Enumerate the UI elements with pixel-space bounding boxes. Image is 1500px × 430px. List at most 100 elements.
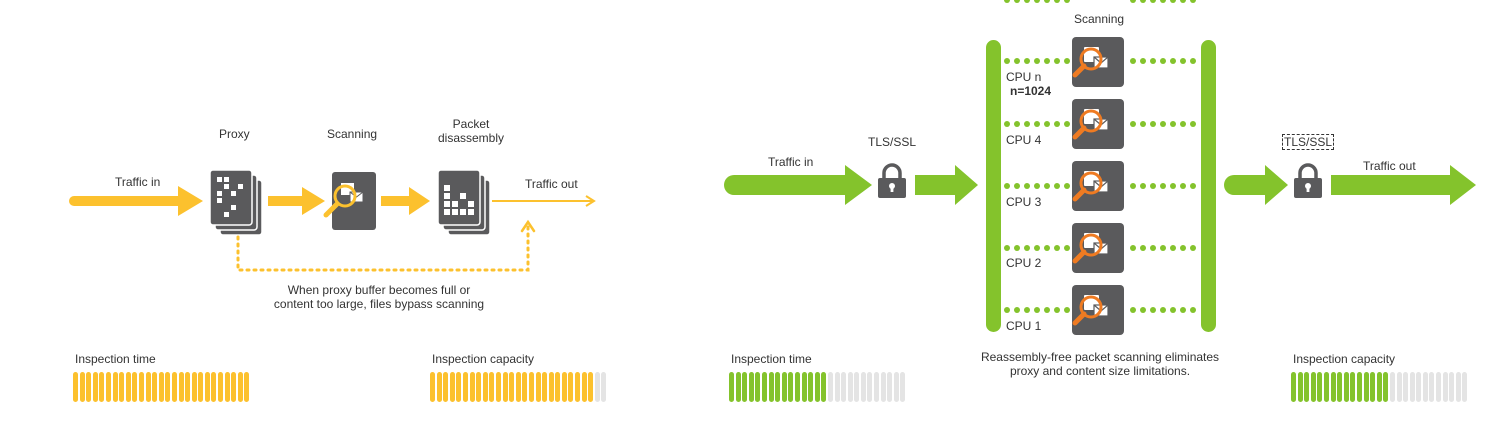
scanning-label: Scanning	[1074, 12, 1125, 26]
meter-segment	[198, 372, 204, 402]
meter-segment	[874, 372, 880, 402]
magnifier-icon	[323, 172, 376, 230]
meter-segment	[1449, 372, 1455, 402]
meter-segment	[462, 372, 468, 402]
meter-segment	[768, 372, 774, 402]
meter-segment	[237, 372, 243, 402]
meter-segment	[456, 372, 462, 402]
arrow-icon	[724, 165, 872, 205]
meter-segment	[555, 372, 561, 402]
meter-segment	[827, 372, 833, 402]
inspection-time-label: Inspection time	[731, 352, 812, 366]
inspection-capacity-meter	[1291, 372, 1469, 402]
meter-segment	[893, 372, 899, 402]
meter-segment	[476, 372, 482, 402]
meter-segment	[469, 372, 475, 402]
meter-segment	[443, 372, 449, 402]
cpu-count-label: n=1024	[1010, 84, 1052, 98]
meter-segment	[1376, 372, 1382, 402]
meter-segment	[522, 372, 528, 402]
tls-ssl-out-label: TLS/SSL	[1282, 134, 1335, 150]
meter-segment	[138, 372, 144, 402]
meter-segment	[847, 372, 853, 402]
padlock-icon	[1292, 163, 1324, 200]
inspection-capacity-label: Inspection capacity	[1293, 352, 1396, 366]
inspection-capacity-meter	[430, 372, 608, 402]
meter-segment	[224, 372, 230, 402]
meter-segment	[1422, 372, 1428, 402]
meter-segment	[489, 372, 495, 402]
padlock-icon	[876, 163, 908, 200]
scanning-label: Scanning	[327, 127, 378, 141]
meter-segment	[1323, 372, 1329, 402]
meter-segment	[502, 372, 508, 402]
meter-segment	[748, 372, 754, 402]
meter-segment	[1350, 372, 1356, 402]
meter-segment	[178, 372, 184, 402]
meter-segment	[1310, 372, 1316, 402]
meter-segment	[79, 372, 85, 402]
meter-segment	[1455, 372, 1461, 402]
meter-segment	[132, 372, 138, 402]
meter-segment	[854, 372, 860, 402]
meter-segment	[788, 372, 794, 402]
meter-segment	[185, 372, 191, 402]
arrow-icon	[1331, 165, 1476, 205]
bypass-note: When proxy buffer becomes full or conten…	[273, 283, 485, 311]
meter-segment	[191, 372, 197, 402]
inspection-capacity-label: Inspection capacity	[432, 352, 535, 366]
meter-segment	[231, 372, 237, 402]
meter-segment	[1304, 372, 1310, 402]
meter-segment	[542, 372, 548, 402]
meter-segment	[801, 372, 807, 402]
meter-segment	[1389, 372, 1395, 402]
meter-segment	[568, 372, 574, 402]
meter-segment	[821, 372, 827, 402]
meter-segment	[515, 372, 521, 402]
meter-segment	[495, 372, 501, 402]
traffic-in-label: Traffic in	[768, 155, 814, 169]
meter-segment	[781, 372, 787, 402]
traffic-in-label: Traffic in	[115, 175, 161, 189]
dotted-connectors	[1004, 0, 1196, 313]
meter-segment	[761, 372, 767, 402]
meter-segment	[165, 372, 171, 402]
meter-segment	[594, 372, 600, 402]
meter-segment	[900, 372, 906, 402]
traffic-out-label: Traffic out	[525, 177, 578, 191]
magnifier-icon	[1072, 99, 1124, 149]
cpu-n-label: CPU n	[1006, 70, 1042, 84]
magnifier-icon	[1072, 161, 1124, 211]
collection-bar	[1201, 40, 1216, 332]
meter-segment	[601, 372, 607, 402]
meter-segment	[509, 372, 515, 402]
magnifier-icon	[1072, 223, 1124, 273]
cpu-label: CPU 3	[1006, 195, 1042, 209]
meter-segment	[575, 372, 581, 402]
distribution-bar	[986, 40, 1001, 332]
meter-segment	[1330, 372, 1336, 402]
meter-segment	[1337, 372, 1343, 402]
magnifier-icon	[1072, 285, 1124, 335]
meter-segment	[1291, 372, 1296, 402]
meter-segment	[1403, 372, 1409, 402]
meter-segment	[99, 372, 105, 402]
meter-segment	[158, 372, 164, 402]
meter-segment	[1297, 372, 1303, 402]
meter-segment	[1363, 372, 1369, 402]
meter-segment	[482, 372, 488, 402]
cpu-label: CPU 4	[1006, 133, 1042, 147]
meter-segment	[1317, 372, 1323, 402]
meter-segment	[814, 372, 820, 402]
meter-segment	[204, 372, 210, 402]
meter-segment	[742, 372, 748, 402]
meter-segment	[86, 372, 92, 402]
meter-segment	[430, 372, 435, 402]
meter-segment	[449, 372, 455, 402]
meter-segment	[581, 372, 587, 402]
meter-segment	[73, 372, 78, 402]
meter-segment	[735, 372, 741, 402]
meter-segment	[535, 372, 541, 402]
arrow-icon	[1224, 165, 1288, 205]
